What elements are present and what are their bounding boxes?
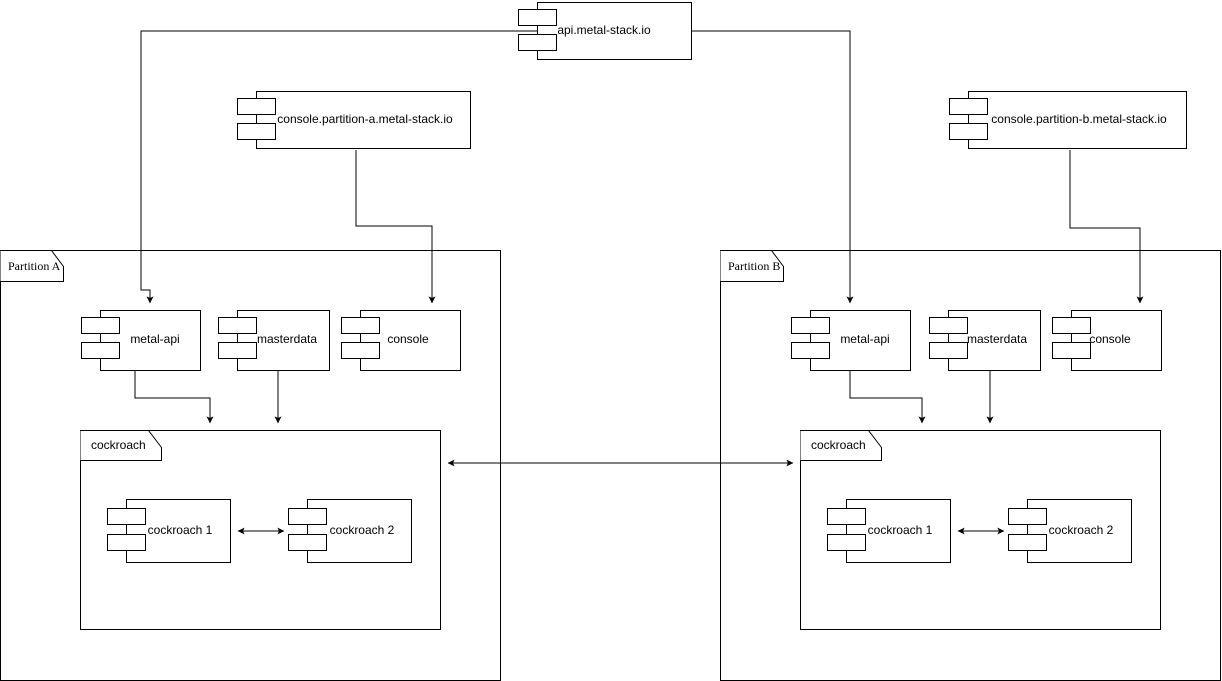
a-cockroach-2-label: cockroach 2 (330, 523, 395, 537)
a-masterdata-port-upper (218, 317, 257, 334)
b-masterdata-label: masterdata (967, 332, 1027, 346)
b-metal-api-port-lower (791, 342, 830, 359)
component-b-cockroach-2[interactable]: cockroach 2 (1008, 499, 1132, 563)
a-metal-api-port-upper (81, 317, 120, 334)
api-endpoint-port-upper (518, 9, 557, 26)
component-a-cockroach-2[interactable]: cockroach 2 (288, 499, 412, 563)
api-endpoint-port-lower (518, 34, 557, 51)
component-a-console[interactable]: console (341, 310, 461, 371)
console-a-endpoint-port-upper (237, 98, 276, 115)
partition-a-label: Partition A (8, 259, 61, 273)
b-cockroach-1-port-upper (827, 508, 866, 525)
b-metal-api-label: metal-api (840, 332, 889, 346)
b-metal-api-port-upper (791, 317, 830, 334)
console-a-endpoint-port-lower (237, 123, 276, 140)
console-b-endpoint-body (968, 91, 1187, 149)
component-console-a-endpoint[interactable]: console.partition-a.metal-stack.io (237, 91, 471, 149)
api-endpoint-body (537, 2, 692, 60)
console-b-endpoint-port-upper (949, 98, 988, 115)
a-console-port-lower (341, 342, 380, 359)
b-console-port-upper (1052, 317, 1091, 334)
b-cockroach-2-port-upper (1008, 508, 1047, 525)
console-a-endpoint-body (256, 91, 471, 149)
cockroach-a-frame (80, 430, 441, 630)
component-api-endpoint[interactable]: api.metal-stack.io (518, 2, 692, 60)
console-a-endpoint-label: console.partition-a.metal-stack.io (277, 112, 453, 126)
a-cockroach-1-label: cockroach 1 (148, 523, 213, 537)
b-cockroach-1-label: cockroach 1 (868, 523, 933, 537)
component-a-metal-api[interactable]: metal-api (81, 310, 201, 371)
component-a-cockroach-1[interactable]: cockroach 1 (107, 499, 231, 563)
component-b-console[interactable]: console (1052, 310, 1162, 371)
conn-a-metal-api-to-cockroach[interactable] (134, 370, 214, 424)
a-cockroach-2-port-lower (288, 534, 327, 551)
b-console-port-lower (1052, 342, 1091, 359)
a-masterdata-label: masterdata (257, 332, 317, 346)
conn-console-a-endpoint-to-console-a[interactable] (355, 150, 436, 304)
a-metal-api-label: metal-api (130, 332, 179, 346)
cockroach-a-tab (80, 430, 162, 461)
cockroach-b-frame (800, 430, 1161, 630)
b-cockroach-2-port-lower (1008, 534, 1047, 551)
partition-b-tab (720, 250, 784, 282)
conn-api-to-partition-a-metal-api[interactable] (140, 30, 537, 304)
b-cockroach-2-label: cockroach 2 (1049, 523, 1114, 537)
api-endpoint-label: api.metal-stack.io (557, 23, 651, 37)
b-cockroach-1-port-lower (827, 534, 866, 551)
b-console-label: console (1089, 332, 1131, 346)
b-masterdata-port-upper (929, 317, 968, 334)
partition-b-label: Partition B (728, 259, 780, 273)
component-b-metal-api[interactable]: metal-api (791, 310, 911, 371)
a-console-label: console (387, 332, 429, 346)
conn-api-to-partition-b-metal-api[interactable] (691, 30, 854, 304)
conn-console-b-endpoint-to-console-b[interactable] (1069, 150, 1144, 304)
a-cockroach-2-port-upper (288, 508, 327, 525)
cockroach-b-tab (800, 430, 882, 461)
a-console-port-upper (341, 317, 380, 334)
group-cockroach-b[interactable]: cockroach (800, 430, 1161, 630)
a-masterdata-port-lower (218, 342, 257, 359)
group-cockroach-a[interactable]: cockroach (80, 430, 441, 630)
component-b-cockroach-1[interactable]: cockroach 1 (827, 499, 951, 563)
component-a-masterdata[interactable]: masterdata (218, 310, 330, 371)
b-masterdata-port-lower (929, 342, 968, 359)
a-cockroach-1-port-lower (107, 534, 146, 551)
cockroach-b-label: cockroach (811, 438, 866, 452)
console-b-endpoint-port-lower (949, 123, 988, 140)
conn-b-metal-api-to-cockroach[interactable] (849, 370, 926, 424)
a-cockroach-1-port-upper (107, 508, 146, 525)
cockroach-a-label: cockroach (91, 438, 146, 452)
component-b-masterdata[interactable]: masterdata (929, 310, 1041, 371)
a-metal-api-port-lower (81, 342, 120, 359)
partition-a-tab (0, 250, 64, 282)
console-b-endpoint-label: console.partition-b.metal-stack.io (991, 112, 1167, 126)
component-console-b-endpoint[interactable]: console.partition-b.metal-stack.io (949, 91, 1187, 149)
